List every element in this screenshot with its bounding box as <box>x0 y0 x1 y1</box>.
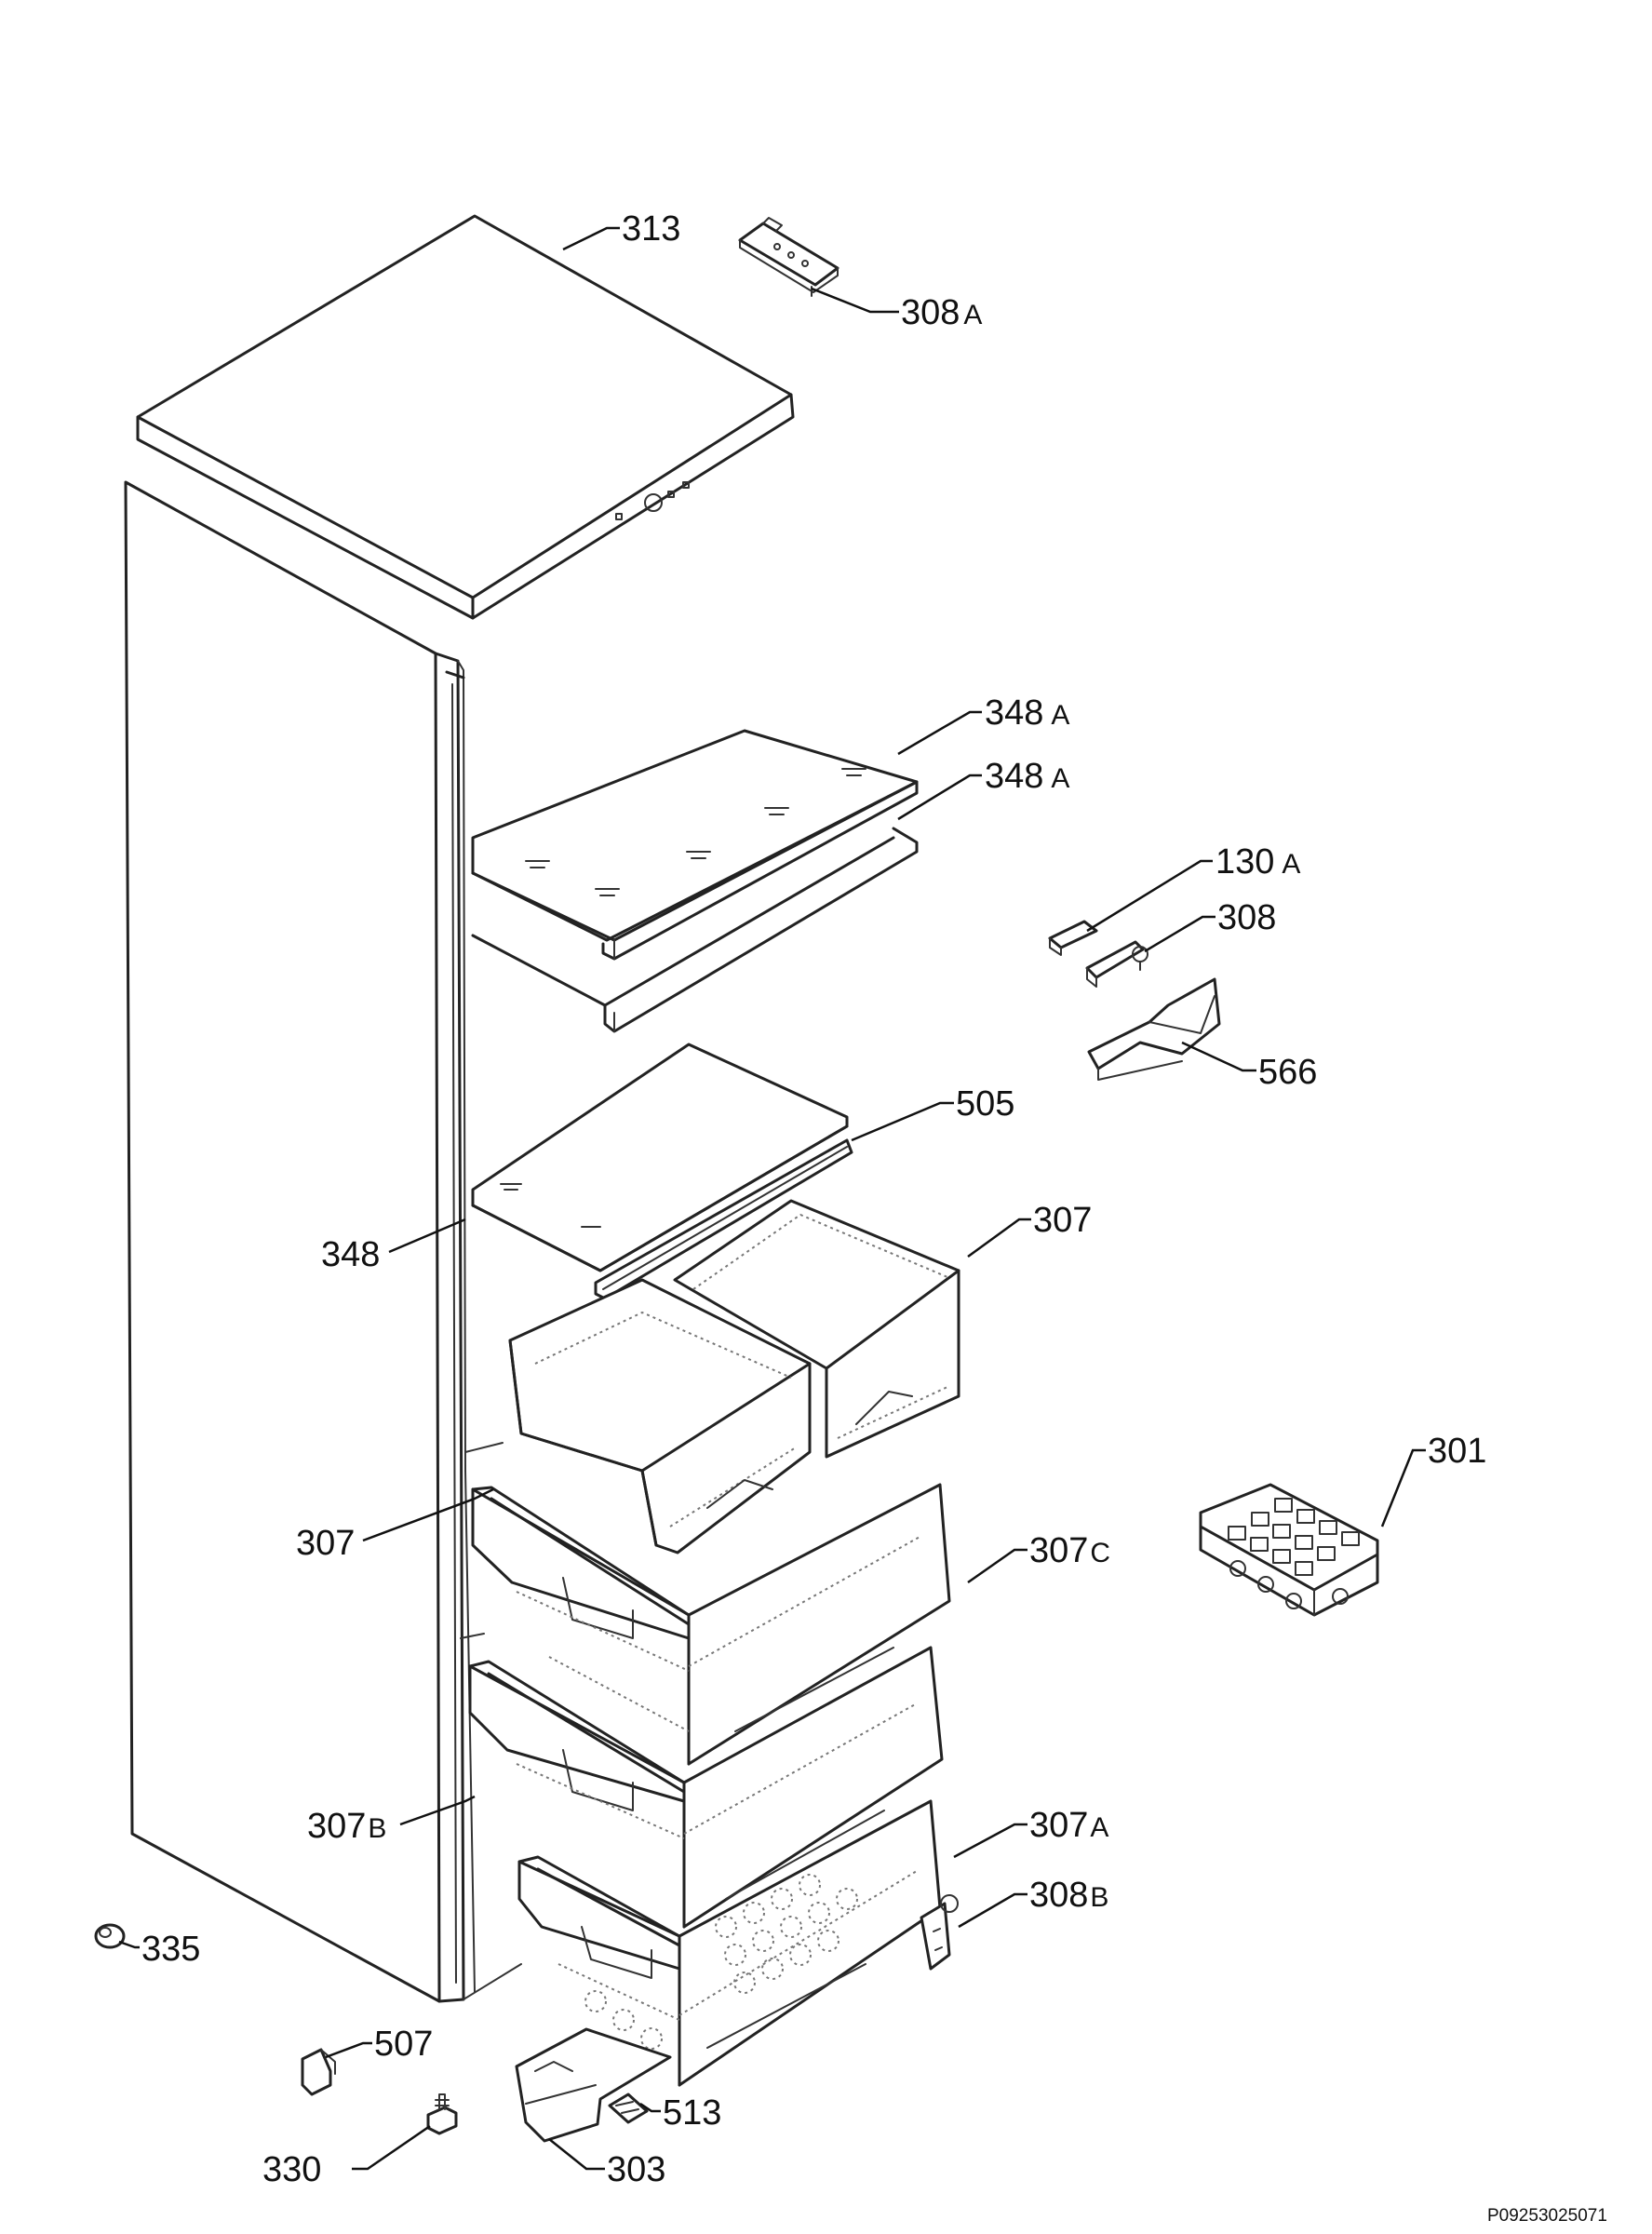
glass-shelf-lower <box>471 1043 849 1272</box>
label-307-right: 307 <box>1033 1201 1092 1240</box>
label-313: 313 <box>622 209 680 249</box>
screw-foot <box>426 2093 458 2135</box>
label-307a: 307A <box>1029 1806 1108 1845</box>
label-330: 330 <box>262 2150 321 2189</box>
drawer-307b <box>468 1646 944 1929</box>
hinge-cover <box>1048 920 1098 956</box>
label-566: 566 <box>1258 1053 1317 1092</box>
label-513: 513 <box>663 2093 721 2133</box>
cabinet-body <box>124 480 522 2003</box>
label-335: 335 <box>141 1930 200 1969</box>
bottom-hinge <box>920 1894 959 1971</box>
glass-shelf-middle <box>471 827 919 1033</box>
top-cover <box>136 214 795 620</box>
label-307c: 307C <box>1029 1531 1110 1570</box>
upper-drawer-right <box>673 1199 960 1459</box>
label-507: 507 <box>374 2025 433 2064</box>
label-307-left: 307 <box>296 1524 355 1563</box>
label-301: 301 <box>1428 1432 1486 1471</box>
adjustable-foot <box>94 1923 126 1949</box>
label-308: 308 <box>1217 898 1276 937</box>
upper-drawer-left <box>508 1278 812 1554</box>
grille-plate <box>608 2093 649 2124</box>
glass-shelf-upper <box>471 729 919 961</box>
label-307b: 307B <box>307 1807 386 1846</box>
label-348: 348 <box>321 1235 380 1274</box>
label-505: 505 <box>956 1084 1014 1124</box>
drawer-307c <box>471 1483 951 1766</box>
plinth <box>515 2027 672 2143</box>
leader-lines <box>118 226 1426 2171</box>
bracket <box>301 2048 336 2096</box>
label-308b: 308B <box>1029 1876 1108 1915</box>
ice-scraper <box>1087 977 1221 1081</box>
drawer-307a <box>517 1799 942 2087</box>
diagram-code: P09253025071 <box>1487 2206 1607 2226</box>
middle-hinge <box>1085 940 1148 988</box>
shelf-front-frame <box>594 1138 853 1300</box>
label-303: 303 <box>607 2150 665 2189</box>
top-hinge <box>738 217 839 297</box>
ice-cube-tray <box>1199 1483 1379 1617</box>
